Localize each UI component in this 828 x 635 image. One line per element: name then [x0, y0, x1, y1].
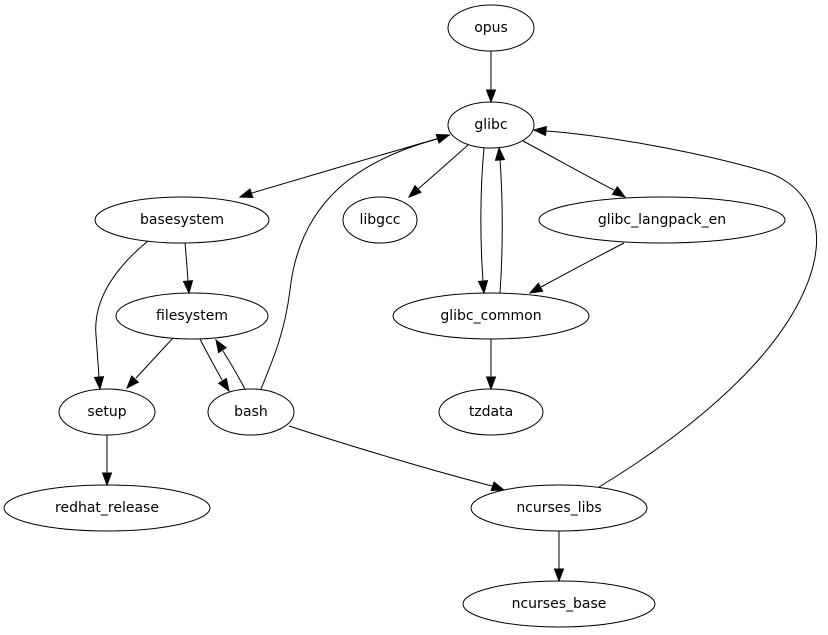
edge-line: [184, 242, 189, 282]
node-setup[interactable]: setup: [58, 388, 156, 436]
node-label: ncurses_base: [512, 596, 607, 612]
arrowhead-icon: [126, 375, 140, 390]
edge-line: [222, 350, 246, 390]
nodes-layer: opus glibc basesystem libgcc glibc_langpack_…: [3, 4, 786, 628]
edge-glibc_common-to-tzdata: [485, 339, 497, 391]
node-label: filesystem: [156, 308, 228, 324]
edge-line: [480, 147, 485, 282]
node-label: glibc_langpack_en: [598, 212, 726, 228]
arrowhead-icon: [217, 377, 230, 393]
arrowhead-icon: [528, 282, 544, 294]
edge-ncurses_libs-to-glibc: [532, 125, 818, 488]
node-shape: [538, 196, 786, 244]
node-label: redhat_release: [55, 500, 159, 516]
node-tzdata[interactable]: tzdata: [438, 388, 544, 436]
edge-line: [545, 130, 818, 488]
node-shape: [447, 101, 535, 149]
edge-bash-to-ncurses_libs: [288, 425, 506, 492]
node-shape: [447, 4, 535, 52]
node-label: glibc_common: [440, 308, 541, 324]
arrowhead-icon: [485, 89, 497, 104]
node-shape: [462, 580, 656, 628]
node-shape: [207, 388, 295, 436]
node-label: glibc: [474, 117, 507, 133]
node-shape: [342, 196, 418, 244]
edge-line: [288, 425, 493, 487]
edge-basesystem-to-setup: [93, 240, 149, 391]
node-shape: [438, 388, 544, 436]
arrowhead-icon: [435, 133, 451, 144]
edge-bash-to-glibc: [260, 133, 451, 390]
arrowhead-icon: [238, 188, 254, 199]
node-label: opus: [474, 20, 508, 36]
node-glibc-common[interactable]: glibc_common: [392, 292, 590, 340]
node-shape: [392, 292, 590, 340]
arrowhead-icon: [553, 568, 565, 583]
node-filesystem[interactable]: filesystem: [115, 292, 269, 340]
node-label: libgcc: [360, 212, 401, 228]
node-glibc-langpack-en[interactable]: glibc_langpack_en: [538, 196, 786, 244]
node-label: basesystem: [140, 212, 224, 228]
edge-glibc-to-libgcc: [407, 144, 469, 198]
arrowhead-icon: [532, 125, 547, 137]
node-bash[interactable]: bash: [207, 388, 295, 436]
arrowhead-icon: [182, 280, 194, 295]
node-label: ncurses_libs: [516, 500, 601, 516]
node-redhat-release[interactable]: redhat_release: [3, 484, 211, 532]
arrowhead-icon: [490, 481, 506, 492]
arrowhead-icon: [494, 146, 506, 161]
edge-basesystem-to-filesystem: [182, 242, 194, 295]
arrowhead-icon: [611, 185, 627, 198]
edge-filesystem-to-setup: [126, 337, 174, 390]
edge-opus-to-glibc: [485, 51, 497, 104]
edge-line: [417, 144, 469, 190]
edge-line: [95, 240, 149, 378]
edge-ncurses_libs-to-ncurses_base: [553, 531, 565, 583]
node-basesystem[interactable]: basesystem: [94, 196, 270, 244]
node-label: tzdata: [469, 404, 513, 420]
arrowhead-icon: [477, 280, 489, 295]
edge-filesystem-to-bash: [199, 338, 230, 393]
node-label: bash: [234, 404, 268, 420]
node-ncurses-base[interactable]: ncurses_base: [462, 580, 656, 628]
node-shape: [470, 484, 648, 532]
node-shape: [58, 388, 156, 436]
node-label: setup: [87, 404, 126, 420]
edge-line: [540, 242, 625, 288]
edge-glibc-to-glibc_langpack_en: [522, 140, 627, 198]
node-shape: [94, 196, 270, 244]
arrowhead-icon: [101, 472, 113, 487]
edge-glibc-to-glibc_common: [477, 147, 489, 295]
arrowhead-icon: [485, 376, 497, 391]
node-libgcc[interactable]: libgcc: [342, 196, 418, 244]
edge-line: [135, 337, 174, 379]
edge-line: [522, 140, 615, 191]
node-shape: [115, 292, 269, 340]
edge-line: [199, 338, 223, 381]
arrowhead-icon: [215, 338, 228, 354]
edge-line: [499, 159, 503, 294]
arrowhead-icon: [93, 376, 105, 391]
edge-bash-to-filesystem: [215, 338, 246, 390]
arrowhead-icon: [407, 184, 422, 198]
node-shape: [3, 484, 211, 532]
edge-glibc_langpack_en-to-glibc_common: [528, 242, 625, 294]
edge-setup-to-redhat_release: [101, 435, 113, 487]
node-opus[interactable]: opus: [447, 4, 535, 52]
edge-glibc_common-to-glibc: [494, 146, 506, 294]
edge-line: [260, 138, 438, 390]
node-glibc[interactable]: glibc: [447, 101, 535, 149]
node-ncurses-libs[interactable]: ncurses_libs: [470, 484, 648, 532]
edges-layer: [93, 51, 818, 583]
